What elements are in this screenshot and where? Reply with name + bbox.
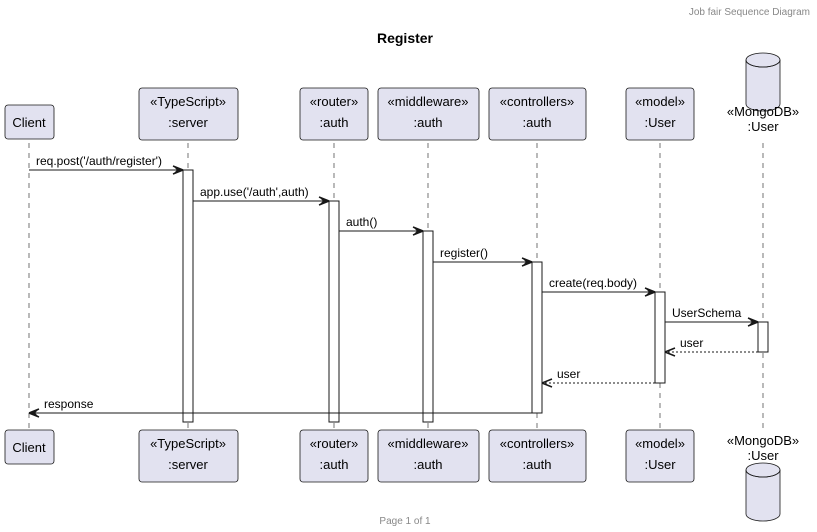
message-label: response <box>44 397 94 411</box>
diagram-title: Register <box>377 30 434 46</box>
participant-router-top: «router» :auth <box>299 87 369 141</box>
message-label: req.post('/auth/register') <box>36 154 162 168</box>
database-icon <box>745 462 781 522</box>
participant-name: :server <box>168 457 208 472</box>
message-2: app.use('/auth',auth) <box>193 185 330 206</box>
participant-controllers-bottom: «controllers» :auth <box>488 429 587 483</box>
participant-stereotype: «MongoDB» <box>727 433 799 448</box>
database-icon <box>745 52 781 112</box>
participant-name: Client <box>12 115 46 130</box>
participant-stereotype: «controllers» <box>500 94 574 109</box>
message-9: response <box>28 397 532 418</box>
activation-controllers <box>531 261 543 414</box>
participant-name: :auth <box>320 457 349 472</box>
participant-name: Client <box>12 440 46 455</box>
participant-mongodb-top: «MongoDB»:User <box>727 52 799 134</box>
message-label: create(req.body) <box>549 276 637 290</box>
page-footer: Page 1 of 1 <box>379 516 431 527</box>
message-label: UserSchema <box>672 306 742 320</box>
participant-mongodb-bottom: «MongoDB»:User <box>727 433 799 522</box>
message-1: req.post('/auth/register') <box>29 154 184 175</box>
activation-model <box>654 291 666 384</box>
participant-name: :auth <box>414 115 443 130</box>
participant-stereotype: «model» <box>635 94 685 109</box>
participant-stereotype: «router» <box>310 436 358 451</box>
message-7: user <box>664 336 758 357</box>
message-5: create(req.body) <box>542 276 656 297</box>
participant-stereotype: «middleware» <box>388 94 469 109</box>
participant-stereotype: «middleware» <box>388 436 469 451</box>
message-label: user <box>680 336 703 350</box>
participant-controllers-top: «controllers» :auth <box>488 87 587 141</box>
participant-stereotype: «router» <box>310 94 358 109</box>
arrowhead-icon <box>541 378 553 388</box>
participant-stereotype: «TypeScript» <box>150 436 226 451</box>
participant-stereotype: «controllers» <box>500 436 574 451</box>
message-label: user <box>557 367 580 381</box>
participant-stereotype: «model» <box>635 436 685 451</box>
participant-name: :server <box>168 115 208 130</box>
activation-server <box>182 169 194 423</box>
participant-model-bottom: «model» :User <box>625 429 695 483</box>
participant-name: :auth <box>523 457 552 472</box>
participant-server-top: «TypeScript» :server <box>138 87 239 141</box>
participant-name: :User <box>747 448 779 463</box>
participant-stereotype: «TypeScript» <box>150 94 226 109</box>
message-3: auth() <box>339 215 424 236</box>
header-note: Job fair Sequence Diagram <box>689 7 810 18</box>
participant-name: :auth <box>320 115 349 130</box>
participant-router-bottom: «router» :auth <box>299 429 369 483</box>
message-label: app.use('/auth',auth) <box>200 185 309 199</box>
message-6: UserSchema <box>665 306 759 327</box>
activation-middleware <box>422 230 434 423</box>
participant-stereotype: «MongoDB» <box>727 104 799 119</box>
participant-name: :User <box>747 119 779 134</box>
message-label: auth() <box>346 215 377 229</box>
activation-router <box>328 200 340 423</box>
participant-model-top: «model» :User <box>625 87 695 141</box>
activation-mongodb <box>757 321 769 353</box>
participant-name: :auth <box>414 457 443 472</box>
message-4: register() <box>433 246 533 267</box>
participant-name: :User <box>644 457 676 472</box>
participant-middleware-top: «middleware» :auth <box>377 87 480 141</box>
participant-middleware-bottom: «middleware» :auth <box>377 429 480 483</box>
message-8: user <box>541 367 655 388</box>
participant-server-bottom: «TypeScript» :server <box>138 429 239 483</box>
message-label: register() <box>440 246 488 260</box>
participant-client-bottom: Client <box>4 429 55 465</box>
participant-name: :auth <box>523 115 552 130</box>
arrowhead-icon <box>664 347 676 357</box>
participant-client-top: Client <box>4 104 55 140</box>
participant-name: :User <box>644 115 676 130</box>
